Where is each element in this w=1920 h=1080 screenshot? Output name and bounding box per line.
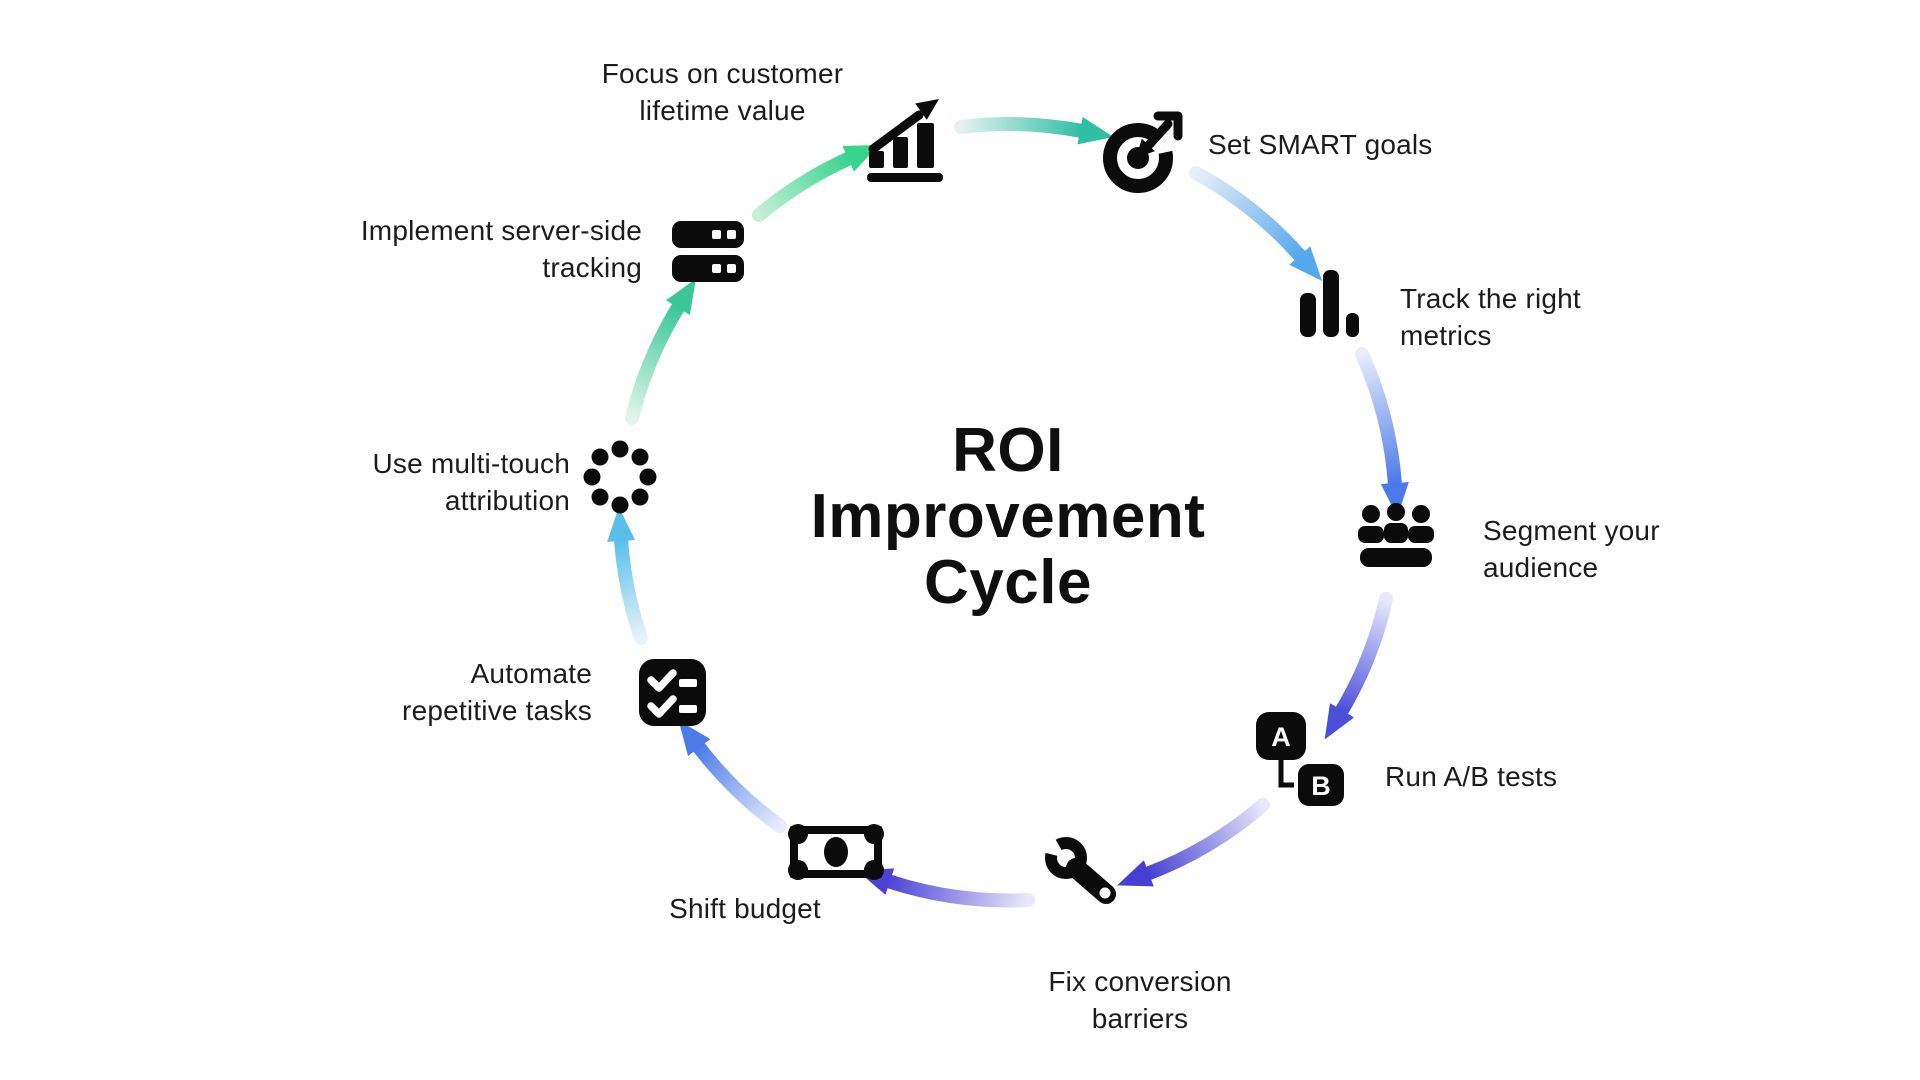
arrow-segment-audience-to-run-ab-tests [1324,592,1393,740]
diagram-title: ROI Improvement Cycle [810,416,1206,617]
arrow-track-metrics-to-segment-audience [1355,347,1409,517]
step-label-segment-audience: Segment your audience [1483,515,1660,583]
server-icon [672,221,744,282]
step-label-multi-touch: Use multi-touch attribution [372,448,570,516]
audience-icon [1358,503,1434,567]
arrow-shift-budget-to-automate-tasks [678,720,787,833]
step-label-automate-tasks: Automate repetitive tasks [402,658,592,726]
step-label-run-ab-tests: Run A/B tests [1385,761,1558,792]
growth-chart-icon [867,99,943,182]
ab-test-letter-a: A [1271,722,1291,752]
wrench-icon [1034,826,1116,904]
arrow-multi-touch-to-server-side [625,278,696,425]
target-dart-icon [1103,111,1186,193]
arrow-server-side-to-focus-clv [752,144,880,222]
ab-test-letter-b: B [1311,771,1331,801]
arrow-set-smart-goals-to-track-metrics [1189,166,1323,282]
bar-chart-icon [1300,270,1359,337]
step-label-fix-conversion: Fix conversion barriers [1048,966,1232,1034]
step-label-set-smart-goals: Set SMART goals [1208,129,1433,160]
arrow-automate-tasks-to-multi-touch [607,507,648,645]
dotted-circle-icon [583,440,657,514]
arrow-fix-conversion-to-shift-budget [857,868,1035,908]
cycle-arrows [607,116,1409,908]
arrow-run-ab-tests-to-fix-conversion [1117,798,1270,887]
step-label-shift-budget: Shift budget [669,893,821,924]
ab-test-icon: A B [1256,712,1348,810]
money-icon [788,824,884,880]
checklist-icon [639,659,706,726]
step-label-server-side: Implement server-side tracking [360,215,642,283]
arrow-focus-clv-to-set-smart-goals [954,116,1114,145]
step-label-track-metrics: Track the right metrics [1400,283,1581,351]
step-label-focus-clv: Focus on customer lifetime value [601,58,844,126]
